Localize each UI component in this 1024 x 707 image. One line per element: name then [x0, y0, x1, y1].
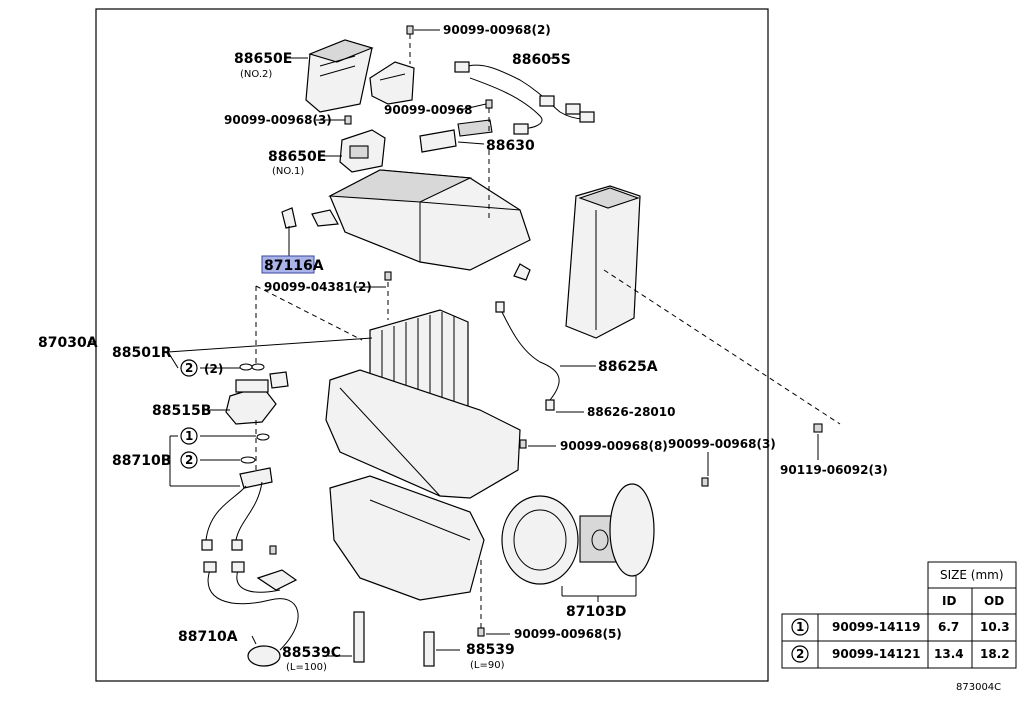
- size-table-id-2: 13.4: [934, 647, 964, 661]
- upper-case: [311, 169, 531, 281]
- computer-module-no2: [305, 39, 374, 113]
- drain-hoses: [353, 611, 435, 667]
- label-88515B: 88515B: [152, 403, 211, 419]
- size-table-ref-2-circle: [791, 645, 809, 663]
- blower-motor: [501, 483, 655, 585]
- label-88650E-no2: 88650E: [234, 51, 292, 67]
- label-90099-00968-2: 90099-00968(2): [443, 23, 551, 37]
- label-90099-00968-5: 90099-00968(5): [514, 627, 622, 641]
- label-88501R: 88501R: [112, 345, 172, 361]
- diagram-code: 873004C: [956, 682, 1001, 693]
- ref-circle-2a: [180, 359, 198, 377]
- size-table-part-1: 90099-14119: [832, 620, 920, 634]
- label-87103D: 87103D: [566, 604, 626, 620]
- label-90099-00968-3a: 90099-00968(3): [224, 113, 332, 127]
- bolts: [269, 25, 823, 637]
- drain-pan: [329, 475, 485, 601]
- label-87116A: 87116A: [264, 258, 324, 274]
- size-table-id-1: 6.7: [938, 620, 959, 634]
- size-table: SIZE (mm) ID OD 1 90099-14119 6.7 10.3 2…: [781, 561, 1017, 669]
- ref-circle-1-text: 1: [185, 429, 193, 443]
- air-duct: [565, 185, 641, 339]
- computer-module-no1: [339, 129, 386, 173]
- ref-circle-1: [180, 427, 198, 445]
- relay-88630: [419, 119, 493, 153]
- label-87030A: 87030A: [38, 335, 98, 351]
- size-table-col-id: ID: [942, 594, 956, 608]
- leader-lines: [88, 29, 841, 657]
- size-table-col-od: OD: [984, 594, 1004, 608]
- label-88630: 88630: [486, 138, 535, 154]
- expansion-valve: [225, 371, 289, 425]
- label-88539C: 88539C: [282, 645, 341, 661]
- label-90099-00968-3b: 90099-00968(3): [668, 437, 776, 451]
- ref-circle-2a-text: 2: [185, 361, 193, 375]
- o-rings: [239, 363, 270, 464]
- clip-87116A: [281, 207, 297, 229]
- size-table-part-2: 90099-14121: [832, 647, 920, 661]
- pipe-88710B: [201, 467, 273, 551]
- label-88650E-no2-sub: (NO.2): [240, 69, 272, 80]
- size-table-ref-1: 1: [796, 620, 804, 634]
- label-88539: 88539: [466, 642, 515, 658]
- wire-harness: [454, 61, 595, 135]
- label-90119-06092: 90119-06092(3): [780, 463, 888, 477]
- bracket: [369, 61, 415, 105]
- size-table-od-1: 10.3: [980, 620, 1010, 634]
- label-88539C-sub: (L=100): [286, 662, 327, 673]
- label-88539-sub: (L=90): [470, 660, 505, 671]
- label-88650E-no1-sub: (NO.1): [272, 166, 304, 177]
- label-88710A: 88710A: [178, 629, 238, 645]
- ref-circle-2b-text: 2: [185, 453, 193, 467]
- label-88626-28010: 88626-28010: [587, 405, 675, 419]
- pipe-88710A: [203, 561, 299, 667]
- label-ring-qty: (2): [204, 362, 223, 376]
- size-table-od-2: 18.2: [980, 647, 1010, 661]
- label-90099-00968: 90099-00968: [384, 103, 472, 117]
- part-labels: 90099-00968(2) 88650E (NO.2) 88605S 9009…: [38, 23, 888, 673]
- label-90099-00968-8: 90099-00968(8): [560, 439, 668, 453]
- sensor-wire: [495, 301, 560, 411]
- size-table-ref-1-circle: [791, 618, 809, 636]
- ref-circles: 2 1 2: [180, 359, 198, 469]
- label-88625A: 88625A: [598, 359, 658, 375]
- lower-case: [325, 369, 521, 499]
- diagram-frame: [95, 8, 769, 682]
- label-88710B: 88710B: [112, 453, 171, 469]
- ref-circle-2b: [180, 451, 198, 469]
- label-90099-04381: 90099-04381(2): [264, 280, 372, 294]
- size-table-ref-2: 2: [796, 647, 804, 661]
- label-88605S: 88605S: [512, 52, 571, 68]
- size-table-title: SIZE (mm): [940, 568, 1004, 582]
- label-88650E-no1: 88650E: [268, 149, 326, 165]
- highlight-87116A: [261, 255, 315, 274]
